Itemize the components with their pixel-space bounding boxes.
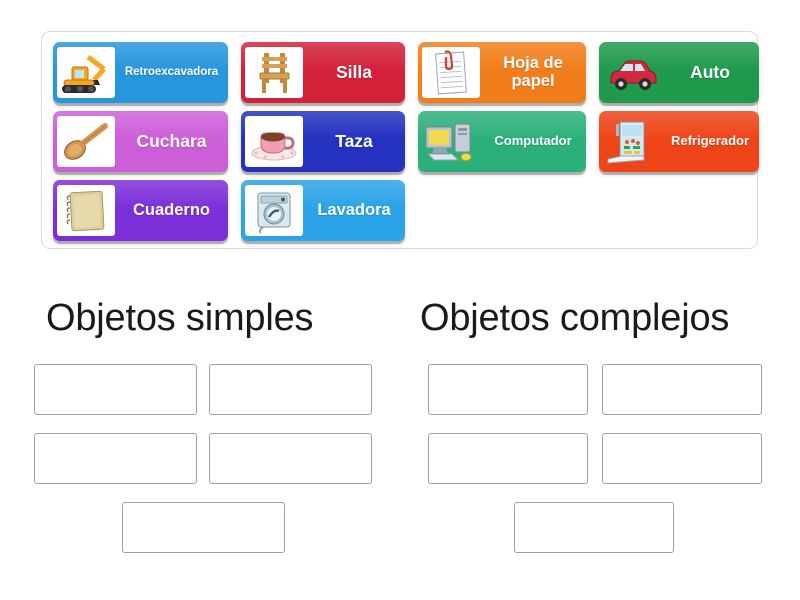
tile-label: Silla xyxy=(336,62,372,83)
tile-label: Cuchara xyxy=(136,131,207,152)
tile-refrigerador[interactable]: Refrigerador xyxy=(599,111,759,172)
tile-row: Cuchara Taza xyxy=(53,111,759,172)
tile-silla[interactable]: Silla xyxy=(241,42,405,103)
car-icon xyxy=(603,47,661,98)
tile-label: Refrigerador xyxy=(670,133,750,149)
tile-label: Hoja de papel xyxy=(503,53,563,90)
dropzone-complejos-2[interactable] xyxy=(602,364,762,415)
tile-label: Lavadora xyxy=(317,200,391,219)
dropzone-complejos-4[interactable] xyxy=(602,433,762,484)
tile-label: Cuaderno xyxy=(132,200,210,219)
tile-cuchara[interactable]: Cuchara xyxy=(53,111,228,172)
cup-icon xyxy=(245,116,303,167)
dropzone-simples-2[interactable] xyxy=(209,364,372,415)
tile-label: Retroexcavadora xyxy=(124,66,219,79)
tile-cuaderno[interactable]: Cuaderno xyxy=(53,180,228,241)
draggable-tiles-bank: Retroexcavadora Si xyxy=(41,31,759,249)
group-title-objetos-simples: Objetos simples xyxy=(46,297,314,339)
tile-hoja-de-papel[interactable]: Hoja de papel xyxy=(418,42,586,103)
tile-row: Cuaderno Lavadora xyxy=(53,180,747,241)
tile-computador[interactable]: Computador xyxy=(418,111,586,172)
tile-auto[interactable]: Auto xyxy=(599,42,759,103)
paper-sheet-icon xyxy=(422,47,480,98)
dropzone-simples-5[interactable] xyxy=(122,502,285,553)
tile-label: Auto xyxy=(690,62,730,83)
tile-label: Computador xyxy=(494,133,572,149)
tile-rows: Retroexcavadora Si xyxy=(42,32,759,248)
washing-machine-icon xyxy=(245,185,303,236)
dropzone-simples-4[interactable] xyxy=(209,433,372,484)
dropzone-simples-1[interactable] xyxy=(34,364,197,415)
tile-label: Taza xyxy=(335,131,373,152)
refrigerator-icon xyxy=(603,116,661,167)
dropzone-complejos-5[interactable] xyxy=(514,502,674,553)
group-title-objetos-complejos: Objetos complejos xyxy=(420,297,730,339)
tile-taza[interactable]: Taza xyxy=(241,111,405,172)
spoon-icon xyxy=(57,116,115,167)
dropzone-simples-3[interactable] xyxy=(34,433,197,484)
tile-row: Retroexcavadora Si xyxy=(53,42,759,103)
tile-lavadora[interactable]: Lavadora xyxy=(241,180,405,241)
computer-icon xyxy=(422,116,480,167)
dropzone-complejos-1[interactable] xyxy=(428,364,588,415)
tile-retroexcavadora[interactable]: Retroexcavadora xyxy=(53,42,228,103)
excavator-icon xyxy=(57,47,115,98)
chair-icon xyxy=(245,47,303,98)
dropzone-complejos-3[interactable] xyxy=(428,433,588,484)
notebook-icon xyxy=(57,185,115,236)
